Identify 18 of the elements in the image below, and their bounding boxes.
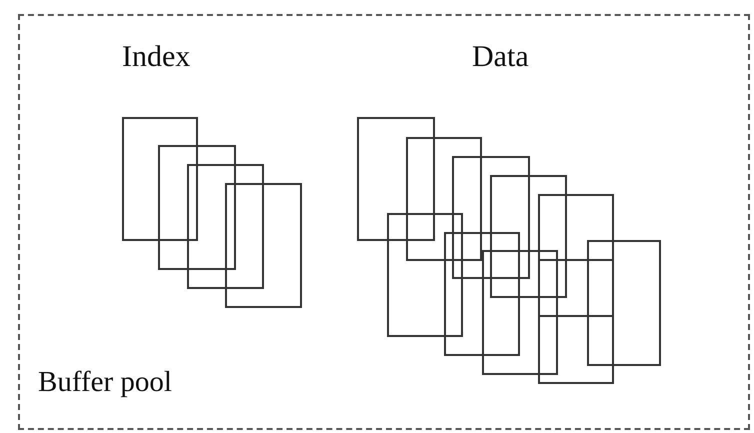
- page-rectangle: [482, 250, 558, 375]
- group-heading: Data: [472, 40, 529, 74]
- page-rectangle: [452, 156, 530, 279]
- page-rectangle: [158, 145, 236, 270]
- page-rectangle: [187, 164, 264, 289]
- page-rectangle: [444, 232, 520, 356]
- page-rectangle: [587, 240, 661, 366]
- buffer-pool-region: [18, 14, 750, 430]
- region-title: Buffer pool: [38, 366, 172, 398]
- page-rectangle: [538, 194, 614, 317]
- page-rectangle: [225, 183, 302, 308]
- page-rectangle: [357, 117, 435, 241]
- page-rectangle: [406, 137, 482, 261]
- page-rectangle: [538, 259, 614, 384]
- page-rectangle: [122, 117, 198, 241]
- page-rectangle: [490, 175, 567, 298]
- page-rectangle: [387, 213, 463, 337]
- group-heading: Index: [122, 40, 190, 74]
